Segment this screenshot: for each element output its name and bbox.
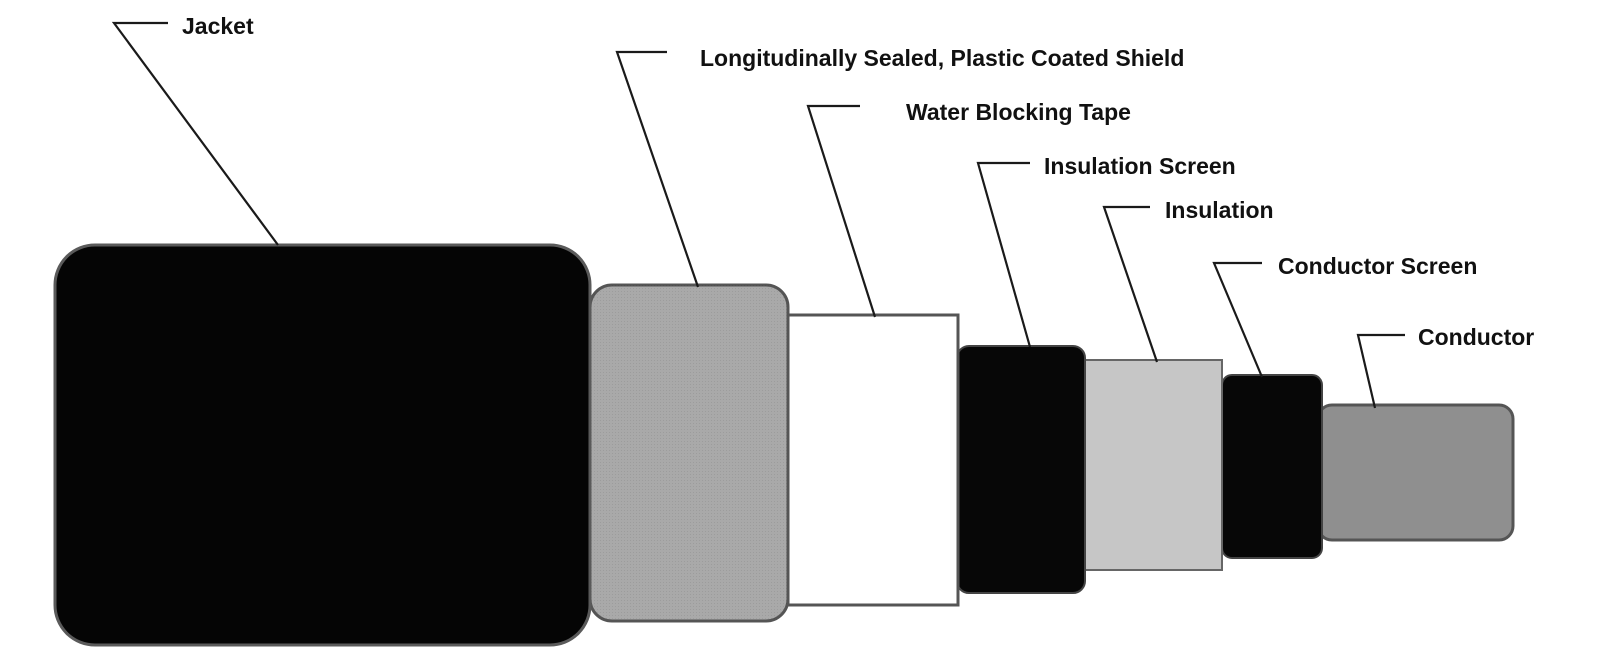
insulation-screen-label: Insulation Screen bbox=[1044, 153, 1236, 179]
jacket-layer bbox=[53, 243, 592, 647]
shield-leader-line bbox=[615, 50, 700, 288]
conductor-leader-line bbox=[1356, 333, 1405, 409]
shield-texture bbox=[590, 285, 788, 621]
insulation-label: Insulation bbox=[1165, 197, 1274, 223]
jacket-label: Jacket bbox=[182, 13, 254, 39]
conductor-screen-label: Conductor Screen bbox=[1278, 253, 1477, 279]
conductor-screen-layer bbox=[1221, 374, 1323, 559]
conductor-layer bbox=[1316, 403, 1515, 542]
shield-label: Longitudinally Sealed, Plastic Coated Sh… bbox=[700, 45, 1184, 71]
conductor-label: Conductor bbox=[1418, 324, 1534, 350]
insulation-layer bbox=[1082, 359, 1223, 571]
jacket-leader-line bbox=[111, 21, 279, 246]
water-blocking-tape-layer bbox=[786, 313, 960, 607]
insulation-screen-leader-line bbox=[976, 161, 1032, 348]
water-blocking-tape-leader-line bbox=[806, 104, 877, 318]
insulation-screen-layer bbox=[956, 345, 1086, 594]
water-blocking-tape-label: Water Blocking Tape bbox=[906, 99, 1131, 125]
insulation-leader-line bbox=[1102, 205, 1159, 363]
conductor-screen-leader-line bbox=[1212, 261, 1264, 378]
